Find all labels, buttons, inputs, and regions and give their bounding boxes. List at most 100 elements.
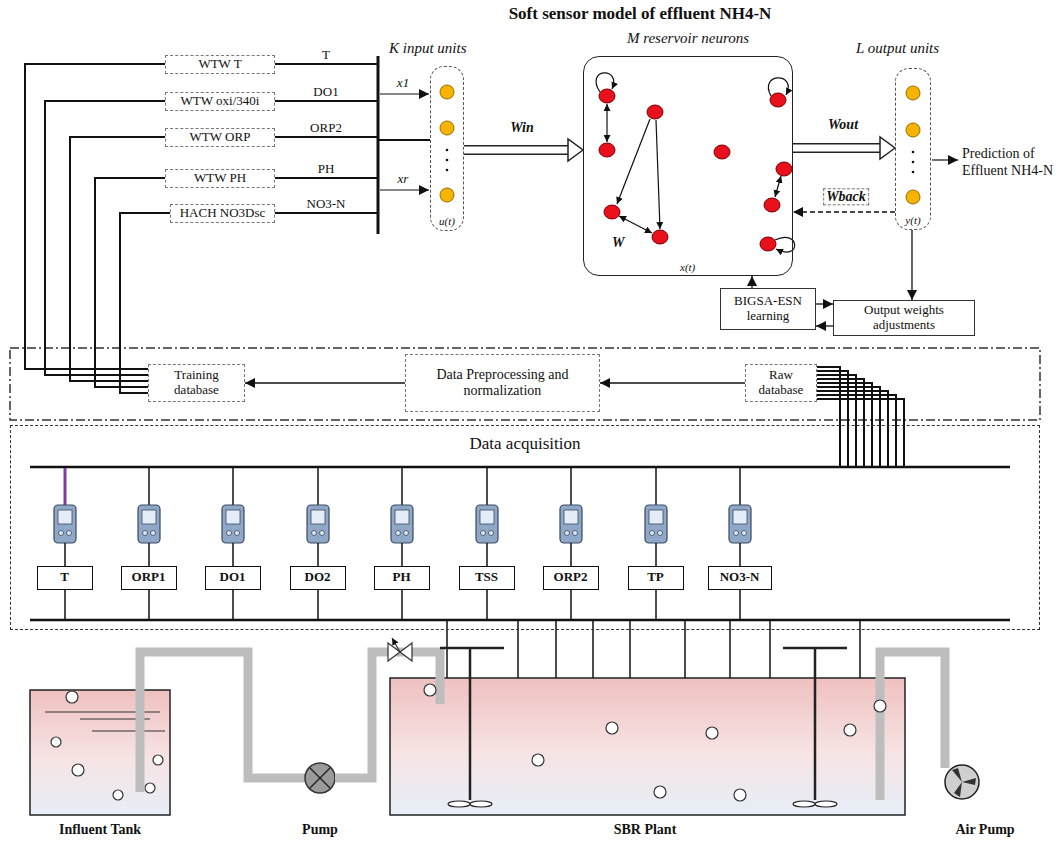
device-wire — [570, 543, 572, 566]
arrow-shaft — [464, 147, 568, 154]
drawing-part — [652, 230, 668, 244]
bus-drop — [232, 468, 234, 505]
drawing-part — [446, 159, 449, 162]
drawing-part — [954, 782, 962, 797]
process-box: HACH NO3Dsc — [170, 204, 275, 223]
drawing-part — [814, 648, 817, 800]
node-text: y(t) — [896, 214, 930, 227]
drawing-part — [446, 169, 449, 172]
sensor-box: ORP2 — [543, 566, 599, 590]
drawing-part — [145, 783, 155, 793]
drawing-part — [770, 93, 786, 107]
connector — [793, 137, 895, 159]
connector — [600, 383, 745, 384]
drawing-part — [92, 730, 165, 731]
drawing-part — [305, 763, 335, 793]
sensor-box: T — [37, 566, 93, 590]
sensor-box: ORP1 — [121, 566, 177, 590]
process-box: Output weights adjustments — [833, 300, 975, 336]
drawing-part — [45, 712, 165, 731]
connector-line — [95, 178, 165, 387]
connector-line — [275, 101, 430, 140]
drawing-part — [51, 737, 61, 747]
region-box: Data acquisitionTORP1DO1DO2PHTSSORP2TPNO… — [10, 425, 1040, 630]
bus-drop — [401, 468, 403, 505]
drawing-part — [880, 652, 945, 800]
node-text: DO1 — [220, 570, 246, 585]
drawing-part — [448, 801, 837, 807]
drawing-part — [400, 643, 412, 661]
raw-wire — [817, 399, 904, 467]
node-text: T — [60, 570, 69, 585]
drawing-part — [54, 367, 904, 728]
edge-label: NO3-N — [305, 197, 348, 211]
drawing-part — [448, 801, 470, 807]
process-box: K input unitsu(t) — [430, 66, 464, 231]
process-box: Raw database — [745, 364, 817, 402]
drawing-part — [912, 161, 915, 164]
device-wire — [401, 543, 403, 566]
arrow-shaft — [464, 145, 568, 155]
drawing-part — [446, 149, 915, 174]
sensor-device — [138, 505, 160, 543]
device-wire — [486, 543, 488, 566]
node-text: W — [612, 235, 624, 251]
device-wire — [317, 543, 319, 566]
device-knob — [59, 531, 64, 536]
part-label: Influent Tank — [59, 822, 141, 837]
connector-line — [245, 382, 405, 383]
node-text: WTW T — [198, 57, 241, 72]
drawing-part — [440, 188, 454, 202]
arrow-head — [880, 137, 895, 159]
bus-drop — [570, 468, 572, 505]
sensor-device — [222, 505, 244, 543]
sensor-device — [54, 505, 76, 543]
drawing-part — [952, 768, 962, 782]
sensor-device — [560, 505, 582, 543]
device-screen — [311, 510, 325, 524]
node-text: BIGSA-ESN learning — [724, 294, 812, 324]
drawing-part — [606, 722, 618, 734]
connector-line — [600, 382, 745, 383]
edge-label: Wout — [826, 117, 860, 132]
connector-line — [911, 230, 912, 300]
process-box: L output unitsy(t) — [895, 68, 931, 230]
drawing-part — [656, 120, 660, 229]
drawing-part — [380, 93, 429, 94]
device-knob — [573, 531, 578, 536]
part-label: Pump — [302, 822, 338, 837]
sensor-device — [307, 505, 329, 543]
drawing-part — [793, 801, 815, 807]
drawing-part — [51, 691, 163, 800]
connector — [275, 140, 430, 213]
connector-line — [793, 211, 895, 212]
process-box: M reservoir neuronsWx(t) — [583, 56, 793, 276]
node-text: PH — [392, 570, 410, 585]
node-text: TSS — [475, 570, 498, 585]
connector-line — [275, 140, 430, 213]
sensor-device — [645, 505, 667, 543]
node-text: Data Preprocessing and normalization — [409, 367, 596, 399]
connector — [912, 230, 913, 300]
node-text: WTW oxi/340i — [181, 94, 260, 109]
sensor-box: DO2 — [290, 566, 346, 590]
drawing-part — [844, 724, 856, 736]
device-wire — [739, 590, 741, 620]
drawing-part — [310, 768, 330, 788]
node-text: ORP2 — [554, 570, 588, 585]
bus-drop — [64, 468, 67, 505]
device-knob — [565, 531, 570, 536]
connector — [793, 212, 895, 213]
drawing-part — [424, 684, 886, 801]
drawing-part — [606, 104, 607, 142]
node-text: DO2 — [305, 570, 331, 585]
drawing-part — [906, 86, 920, 100]
node-text: NO3-N — [720, 570, 760, 585]
drawing-part — [783, 647, 847, 650]
connector — [95, 178, 165, 387]
sensor-device — [391, 505, 413, 543]
drawing-part — [470, 801, 492, 807]
device-screen — [226, 510, 240, 524]
process-box: WTW oxi/340i — [165, 92, 275, 111]
bus-drop — [317, 468, 319, 505]
